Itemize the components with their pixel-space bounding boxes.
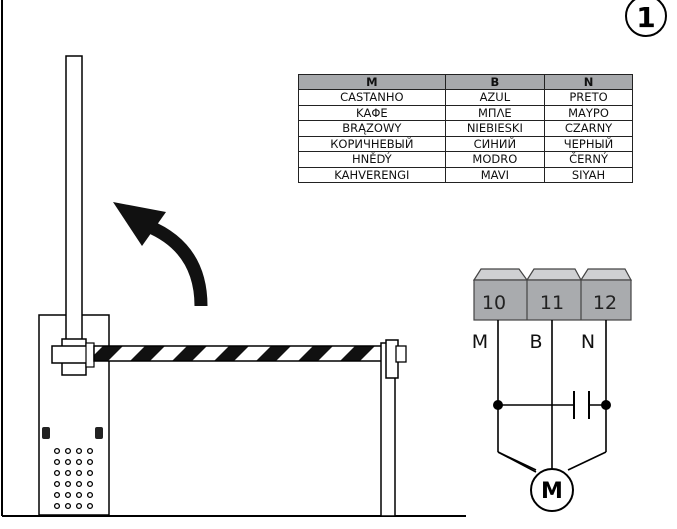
table-cell: SIYAH bbox=[544, 166, 633, 183]
wire-label-b: B bbox=[529, 331, 542, 353]
motor-wiring bbox=[497, 320, 607, 473]
table-cell: ČERNÝ bbox=[544, 151, 633, 168]
cabinet-lock-right bbox=[95, 427, 103, 439]
table-header-n: N bbox=[544, 74, 633, 90]
wire-color-table: M B N CASTANHO AZUL PRETO ΚΑΦΕ ΜΠΛΕ ΜΑΥΡ… bbox=[298, 74, 633, 183]
cabinet-lock-left bbox=[42, 427, 50, 439]
motor-label: M bbox=[541, 479, 563, 504]
wire-label-m: M bbox=[472, 331, 488, 353]
table-cell: ΜΠΛΕ bbox=[444, 104, 546, 121]
table-cell: HNĚDÝ bbox=[298, 151, 446, 168]
capacitor-symbol bbox=[573, 391, 590, 419]
motor-symbol: M bbox=[530, 468, 574, 512]
table-header-b: B bbox=[444, 74, 546, 90]
figure-number: 1 bbox=[636, 1, 655, 34]
table-cell: KAHVERENGI bbox=[298, 166, 446, 183]
terminal-12-label: 12 bbox=[593, 292, 617, 314]
table-cell: CASTANHO bbox=[298, 89, 446, 106]
table-cell: КОРИЧНЕВЫЙ bbox=[298, 135, 446, 152]
table-header-m: M bbox=[298, 74, 446, 90]
junction-dot-right bbox=[601, 400, 611, 410]
terminal-block: 10 11 12 bbox=[472, 268, 633, 321]
table-cell: CZARNY bbox=[544, 120, 633, 137]
table-cell: ЧЕРНЫЙ bbox=[544, 135, 633, 152]
table-cell: СИНИЙ bbox=[444, 135, 546, 152]
table-row: KAHVERENGI MAVI SIYAH bbox=[298, 166, 633, 183]
table-row: CASTANHO AZUL PRETO bbox=[298, 89, 633, 106]
table-cell: AZUL bbox=[444, 89, 546, 106]
ventilation-grille bbox=[53, 447, 94, 510]
boom-pivot bbox=[51, 338, 95, 376]
table-row: HNĚDÝ MODRO ČERNÝ bbox=[298, 151, 633, 168]
junction-dot-left bbox=[493, 400, 503, 410]
wire-label-n: N bbox=[581, 331, 595, 353]
terminal-11-label: 11 bbox=[540, 292, 564, 314]
raise-direction-arrow bbox=[113, 202, 208, 307]
table-row: ΚΑΦΕ ΜΠΛΕ ΜΑΥΡΟ bbox=[298, 104, 633, 121]
table-cell: ΚΑΦΕ bbox=[298, 104, 446, 121]
table-row: КОРИЧНЕВЫЙ СИНИЙ ЧЕРНЫЙ bbox=[298, 135, 633, 152]
table-header-row: M B N bbox=[298, 74, 633, 90]
table-cell: BRĄZOWY bbox=[298, 120, 446, 137]
table-row: BRĄZOWY NIEBIESKI CZARNY bbox=[298, 120, 633, 137]
raised-boom bbox=[65, 55, 83, 343]
table-cell: MAVI bbox=[444, 166, 546, 183]
boom-end-support bbox=[380, 339, 407, 517]
figure-number-badge: 1 bbox=[625, 0, 667, 37]
table-cell: ΜΑΥΡΟ bbox=[544, 104, 633, 121]
table-cell: PRETO bbox=[544, 89, 633, 106]
lowered-boom bbox=[93, 345, 385, 362]
table-cell: NIEBIESKI bbox=[444, 120, 546, 137]
terminal-10-label: 10 bbox=[482, 292, 506, 314]
table-cell: MODRO bbox=[444, 151, 546, 168]
